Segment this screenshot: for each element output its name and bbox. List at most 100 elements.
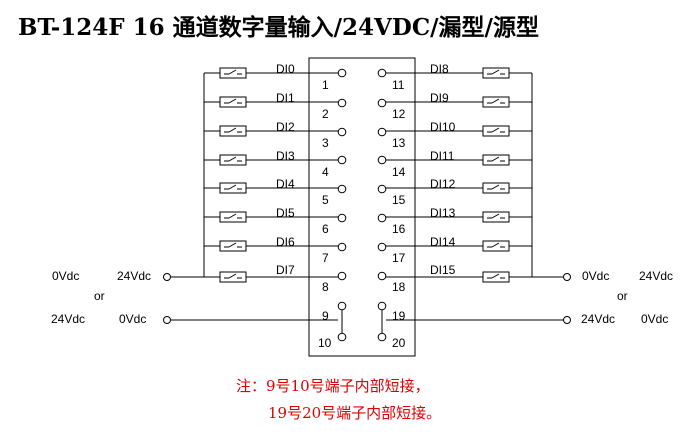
- switch-body: [219, 67, 247, 79]
- switch-blade: [228, 242, 237, 248]
- switch-icon: [482, 96, 510, 108]
- switch-icon: [482, 125, 510, 137]
- switch-body: [219, 96, 247, 108]
- switch-icon: [219, 154, 247, 166]
- terminal-screw-icon: [337, 301, 347, 311]
- switch-blade: [491, 98, 500, 104]
- switch-icon: [482, 271, 510, 283]
- switch-body: [482, 271, 510, 283]
- terminal-screw-icon: [377, 184, 387, 194]
- terminal-screw-icon: [337, 213, 347, 223]
- terminal-number: 14: [392, 165, 406, 179]
- switch-body: [219, 240, 247, 252]
- terminal-screw-icon: [377, 301, 387, 311]
- channel-label: DI15: [430, 263, 456, 277]
- terminal-screw-icon: [377, 332, 387, 342]
- switch-blade: [228, 98, 237, 104]
- switch-body: [482, 125, 510, 137]
- switch-blade: [491, 69, 500, 75]
- channel-label: DI4: [276, 177, 295, 191]
- note-line-1: 注：9号10号端子内部短接，: [236, 377, 430, 395]
- terminal-screw-icon: [377, 98, 387, 108]
- right-channel-labels: DI8 DI9 DI10 DI11 DI12 DI13 DI14 DI15: [430, 62, 456, 277]
- terminal-screw-icon: [337, 68, 347, 78]
- power-or-label: or: [617, 289, 628, 303]
- terminal-number: 9: [322, 309, 329, 323]
- power-label: 24Vdc: [581, 312, 615, 326]
- switch-blade: [228, 69, 237, 75]
- terminal-number: 1: [322, 78, 329, 92]
- terminal-number: 3: [322, 136, 329, 150]
- right-power-terminal-bottom: [563, 316, 571, 324]
- left-power-labels: 0Vdc 24Vdc or 24Vdc 0Vdc: [51, 269, 151, 326]
- channel-label: DI8: [430, 62, 449, 76]
- terminal-number: 7: [322, 251, 329, 265]
- right-power-terminal-top: [563, 273, 571, 281]
- left-terminal-numbers: 1 2 3 4 5 6 7 8 9 10: [318, 78, 332, 350]
- switch-icon: [219, 211, 247, 223]
- switch-blade: [228, 273, 237, 279]
- left-channel-labels: DI0 DI1 DI2 DI3 DI4 DI5 DI6 DI7: [276, 62, 295, 277]
- right-terminal-numbers: 11 12 13 14 15 16 17 18 19 20: [392, 78, 406, 350]
- switch-body: [482, 67, 510, 79]
- terminal-number: 17: [392, 251, 406, 265]
- channel-label: DI0: [276, 62, 295, 76]
- terminal-number: 19: [392, 309, 406, 323]
- switch-icon: [482, 154, 510, 166]
- switch-body: [482, 182, 510, 194]
- terminal-screw-icon: [377, 155, 387, 165]
- switch-body: [482, 211, 510, 223]
- terminal-screw-icon: [337, 98, 347, 108]
- left-power-terminal-bottom: [163, 316, 171, 324]
- channel-label: DI2: [276, 120, 295, 134]
- terminal-number: 6: [322, 222, 329, 236]
- terminal-screw-icon: [337, 155, 347, 165]
- terminal-number: 12: [392, 107, 406, 121]
- switch-icon: [482, 240, 510, 252]
- terminal-screw-icon: [337, 127, 347, 137]
- terminal-number: 18: [392, 280, 406, 294]
- channel-label: DI6: [276, 235, 295, 249]
- terminal-screw-icon: [377, 127, 387, 137]
- terminal-number: 4: [322, 165, 329, 179]
- left-power-terminal-top: [163, 273, 171, 281]
- power-label: 0Vdc: [119, 312, 146, 326]
- channel-label: DI13: [430, 206, 456, 220]
- switch-blade: [491, 242, 500, 248]
- terminal-number: 10: [318, 336, 332, 350]
- channel-label: DI11: [430, 149, 455, 163]
- terminal-screw-icon: [337, 271, 347, 281]
- terminal-number: 11: [392, 78, 405, 92]
- switch-blade: [228, 156, 237, 162]
- right-power-labels: 0Vdc 24Vdc or 24Vdc 0Vdc: [581, 269, 673, 326]
- terminal-number: 15: [392, 193, 406, 207]
- power-label: 24Vdc: [639, 269, 673, 283]
- terminal-screw-icon: [337, 184, 347, 194]
- channel-label: DI10: [430, 120, 456, 134]
- channel-label: DI1: [276, 91, 295, 105]
- terminal-block: [308, 57, 416, 357]
- switch-blade: [491, 273, 500, 279]
- switch-body: [219, 211, 247, 223]
- switch-body: [482, 240, 510, 252]
- power-label: 24Vdc: [51, 312, 85, 326]
- power-label: 24Vdc: [117, 269, 151, 283]
- switch-icon: [219, 182, 247, 194]
- channel-label: DI14: [430, 235, 456, 249]
- switch-icon: [219, 96, 247, 108]
- switch-blade: [491, 156, 500, 162]
- terminal-screws: [337, 68, 387, 342]
- note-line-2: 19号20号端子内部短接。: [268, 404, 441, 422]
- power-or-label: or: [94, 289, 105, 303]
- switch-body: [219, 271, 247, 283]
- switch-icon: [482, 182, 510, 194]
- switch-icon: [482, 67, 510, 79]
- terminal-number: 2: [322, 107, 329, 121]
- switch-body: [482, 96, 510, 108]
- terminal-number: 5: [322, 193, 329, 207]
- switch-body: [219, 125, 247, 137]
- power-label: 0Vdc: [641, 312, 668, 326]
- terminal-screw-icon: [377, 242, 387, 252]
- switch-icon: [219, 67, 247, 79]
